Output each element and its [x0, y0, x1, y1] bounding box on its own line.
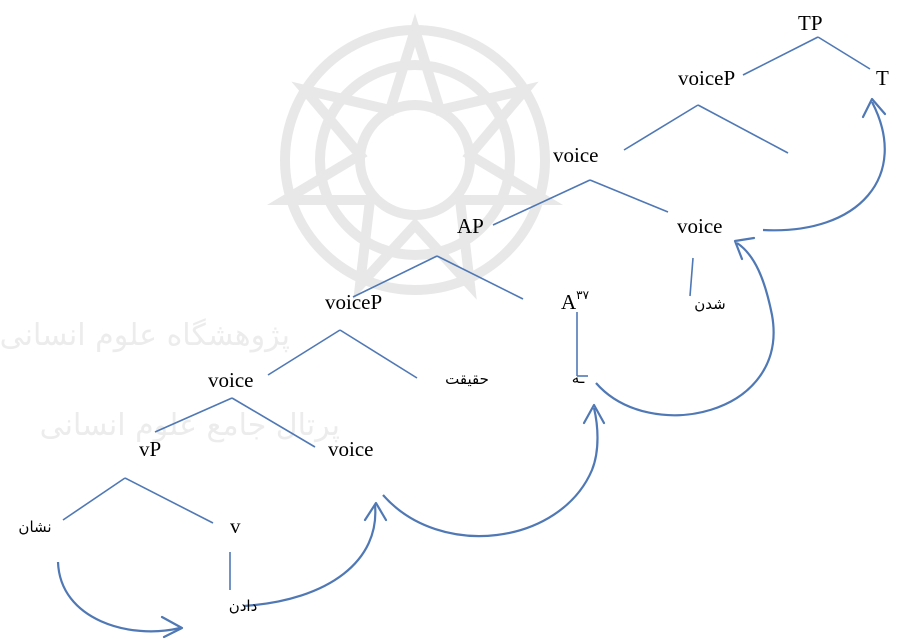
node-voicep-mid: voiceP: [325, 290, 382, 314]
node-ap: AP: [457, 214, 484, 238]
word-dadan: دادن: [229, 597, 258, 615]
branch-voice-ap: [492, 179, 591, 226]
branch-tp-t: [817, 36, 871, 70]
node-voice-right: voice: [677, 214, 722, 238]
branch-tp-voicep: [742, 36, 819, 76]
node-vp: vP: [139, 437, 161, 461]
move-voice-to-a: [382, 407, 599, 538]
branch-ap-voicep: [352, 255, 438, 298]
node-voice-mid: voice: [553, 143, 598, 167]
word-neshan: نشان: [18, 518, 51, 536]
watermark-emblem: [266, 13, 564, 300]
branch-vp-neshan: [62, 477, 126, 521]
word-haghighat: حقیقت: [445, 370, 489, 388]
node-tp: TP: [798, 11, 823, 35]
branch-voicep-voice: [267, 329, 341, 376]
word-shodan: شدن: [694, 295, 725, 313]
move-dadan-to-voice: [243, 504, 377, 608]
node-voicep-top: voiceP: [678, 66, 735, 90]
move-voice-to-t: [762, 101, 886, 232]
tree-branches: [62, 36, 871, 590]
node-a-superscript: ۳۷: [576, 288, 589, 302]
branch-voice-voice-low: [231, 397, 316, 448]
arrowhead-dadan: [160, 615, 184, 639]
node-voice-low: voice: [328, 437, 373, 461]
arrowhead-voice-right: [733, 236, 756, 261]
arrowhead-a: [582, 403, 606, 425]
node-a: A۳۷: [561, 288, 590, 314]
branch-vp-v: [124, 477, 214, 524]
stem-voice-shodan: [689, 257, 694, 297]
branch-voicep-left: [623, 104, 699, 151]
movement-arrows: [56, 97, 887, 639]
arrowhead-voice-low: [363, 501, 388, 522]
word-heh: ـه: [572, 369, 585, 387]
lexical-items: شدن ـه حقیقت نشان دادن: [18, 295, 725, 615]
branch-ap-a: [436, 255, 524, 300]
node-voice-left: voice: [208, 368, 253, 392]
move-neshan-to-dadan: [56, 561, 181, 633]
arrowhead-t: [861, 97, 887, 119]
watermark-line-2: پرتال جامع علوم انسانی: [40, 408, 340, 443]
branch-voicep-haghighat: [339, 329, 418, 379]
node-t: T: [876, 66, 889, 90]
branch-voice-vp: [154, 397, 233, 433]
node-labels: TP voiceP T voice AP voice voiceP A۳۷ vo…: [139, 11, 889, 538]
branch-voice-voice: [589, 179, 669, 213]
branch-voicep-right: [697, 104, 789, 154]
move-a-to-voice: [595, 242, 775, 417]
node-v: v: [230, 514, 241, 538]
watermark-line-1: پژوهشگاه علوم انسانی و مطالعات فرهنگی: [0, 318, 290, 353]
